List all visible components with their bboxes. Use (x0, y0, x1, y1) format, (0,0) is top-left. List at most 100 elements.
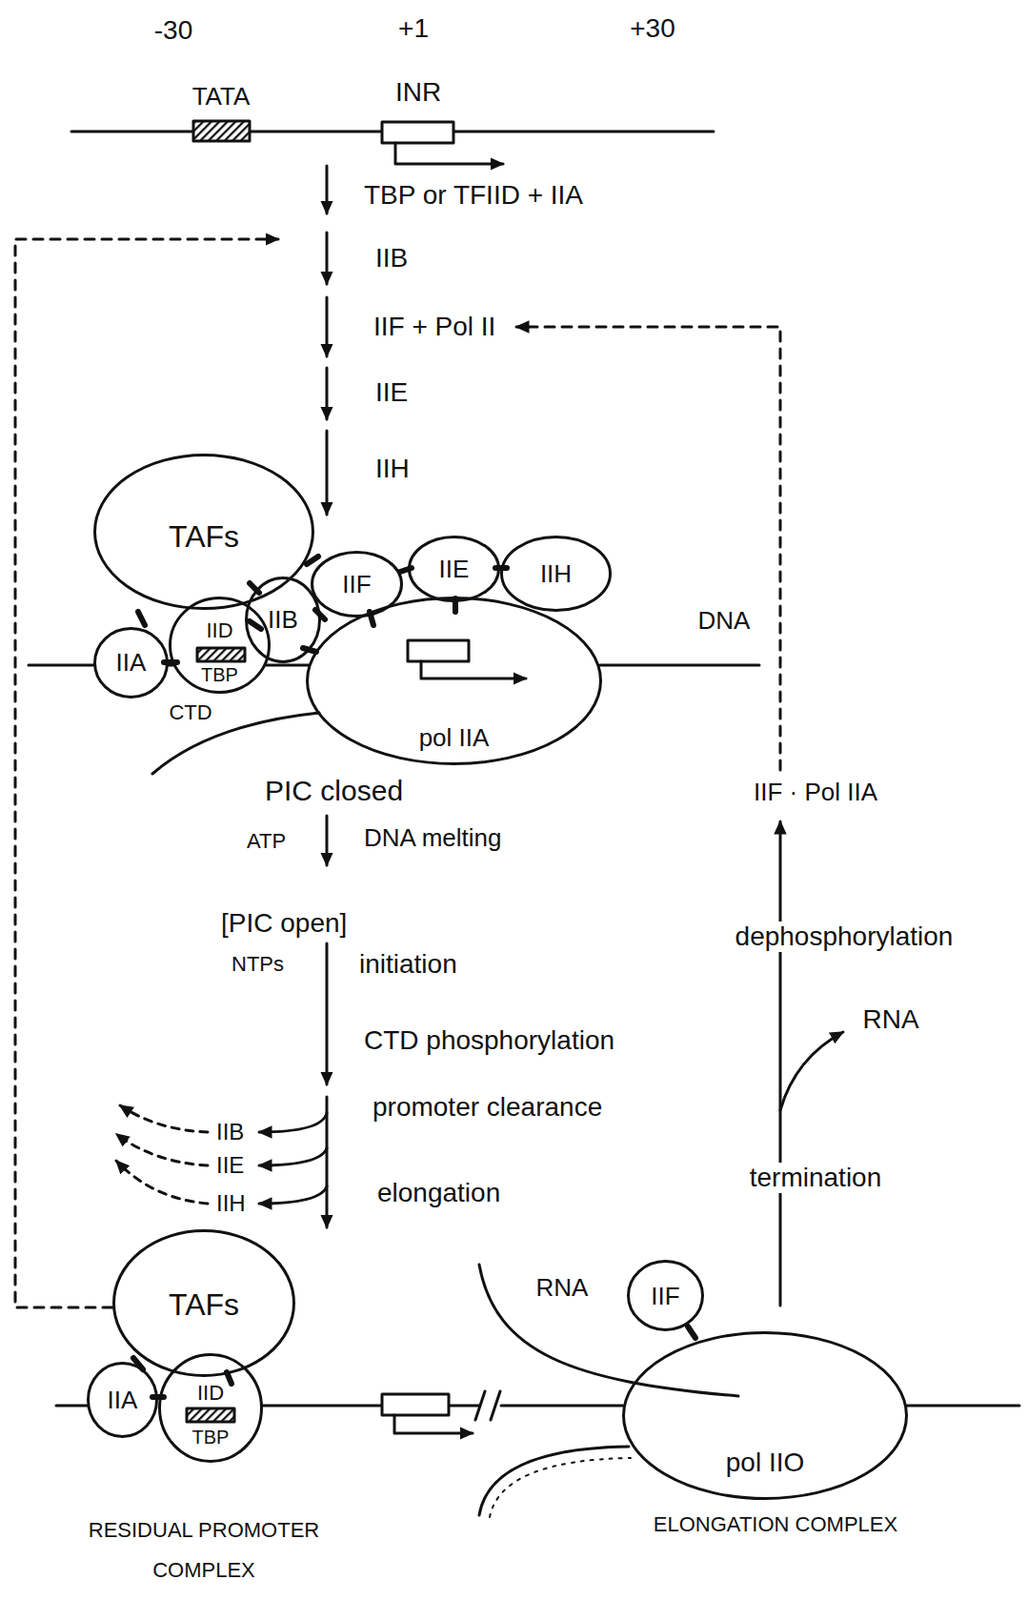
release-arrow (259, 1147, 327, 1166)
step-arrow (325, 367, 329, 420)
factor-circle: IID TBP (158, 1352, 263, 1463)
diagram-label: CTD (166, 700, 214, 725)
dna-line (28, 664, 94, 667)
start-arrow (394, 1414, 473, 1433)
dna-line (56, 1404, 88, 1408)
factor-name: TAFs (168, 1288, 240, 1322)
diagram-label: -30 (152, 15, 195, 46)
diagram-label: IIE (214, 1151, 246, 1179)
step-arrow (325, 297, 329, 357)
rna-release-arrow (780, 1031, 844, 1110)
factor-name: IIA (116, 648, 147, 677)
inr-box (382, 1393, 449, 1415)
circle-outline (307, 598, 602, 765)
dna-line (265, 664, 309, 667)
diagram-label: IIH (214, 1189, 248, 1217)
diagram-label: [PIC open] (219, 907, 349, 939)
factor-name: IIB (267, 605, 299, 634)
factor-name: IIH (540, 560, 572, 588)
circle-outline (95, 455, 314, 609)
release-arrow (259, 1112, 327, 1132)
step-arrow (325, 430, 329, 515)
diagram-label: NTPs (229, 951, 286, 976)
diagram-label: DNA melting (362, 824, 504, 853)
factor-name: pol IIO (725, 1448, 805, 1478)
diagram-label: promoter clearance (370, 1091, 605, 1123)
circle-outline (88, 1363, 158, 1437)
release-arrow (116, 1133, 208, 1166)
tata-box (193, 120, 250, 141)
dna-line (501, 1404, 624, 1408)
diagram-label: dephosphorylation (733, 921, 956, 952)
factor-name: IIE (439, 555, 470, 584)
factor-name: TAFs (168, 520, 240, 554)
tata-box (197, 647, 245, 662)
diagram-label: RNA (860, 1004, 921, 1035)
factor-circle: IIE (407, 535, 501, 603)
release-arrow (259, 1186, 327, 1204)
inr-box (382, 121, 454, 143)
step-arrow (325, 943, 329, 1085)
circle-outline (502, 537, 611, 611)
factor-circle: IIA (86, 1361, 159, 1438)
diagram-label: TBP or TFIID + IIA (362, 180, 585, 211)
break-mark (475, 1390, 501, 1420)
diagram-label: CTD phosphorylation (362, 1025, 617, 1056)
factor-name: IIF (342, 570, 371, 599)
contact-mark (687, 1326, 696, 1338)
circle-outline (246, 578, 321, 663)
diagram-label: termination (747, 1162, 885, 1193)
contact-marks (133, 556, 696, 1397)
circle-outline (409, 537, 500, 602)
start-arrow (421, 661, 526, 679)
factor-name: TBP (201, 664, 239, 685)
contact-mark (249, 621, 262, 629)
recycle-arrow (779, 821, 783, 1306)
factor-name: IIA (107, 1386, 139, 1414)
factor-name: IID (205, 619, 233, 643)
contact-mark (138, 611, 145, 625)
circle-outline (628, 1261, 704, 1330)
diagram-label: elongation (375, 1177, 503, 1209)
diagram-label: RESIDUAL PROMOTER COMPLEX (59, 1510, 349, 1591)
factor-name: IIF (650, 1282, 680, 1310)
dna-line (906, 1404, 1020, 1408)
diagram-label: IIB (373, 242, 410, 274)
factor-circle: pol IIA (305, 596, 603, 766)
drawing (15, 120, 1020, 1517)
step-arrow (325, 232, 329, 284)
start-arrow (395, 142, 504, 164)
factor-circle: IIB (244, 576, 322, 664)
ctd-tail (479, 1446, 629, 1515)
diagram-label: IIH (373, 453, 412, 484)
factor-circle: IIA (93, 626, 169, 699)
factor-circle: IIF (626, 1259, 705, 1331)
circle-outline (624, 1332, 907, 1499)
step-arrow (325, 165, 329, 214)
dna-line (600, 664, 760, 667)
ctd-phosphates (489, 1457, 631, 1517)
diagram-label: IIB (214, 1118, 246, 1146)
recycle-arrow (516, 326, 781, 770)
diagram-label: RNA (534, 1273, 591, 1303)
diagram-label: INR (393, 77, 444, 108)
circle-outline (160, 1354, 262, 1462)
diagram-label: DNA (696, 606, 753, 636)
recycle-arrow (15, 239, 279, 1308)
diagram-label: +30 (627, 13, 678, 44)
step-arrow (325, 815, 329, 866)
factor-name: pol IIA (419, 724, 490, 752)
contact-mark (306, 556, 319, 564)
diagram-label: IIF · Pol IIA (751, 778, 880, 807)
factor-circle: IIH (500, 535, 612, 612)
circle-outline (95, 628, 168, 698)
factor-name: TBP (192, 1426, 230, 1448)
release-arrow (116, 1160, 208, 1204)
diagram-label: +1 (396, 13, 431, 44)
factor-circle: pol IIO (622, 1330, 908, 1500)
diagram-label: IIF + Pol II (371, 311, 498, 343)
inr-box (407, 640, 469, 662)
factor-name: IID (197, 1381, 224, 1405)
tata-box (186, 1408, 235, 1422)
